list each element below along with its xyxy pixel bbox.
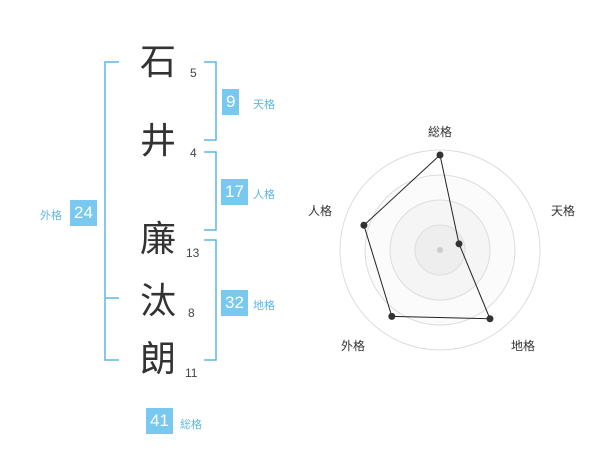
gaikaku-label: 外格	[40, 209, 62, 222]
tenkaku-bracket	[204, 61, 217, 141]
radar-axis-label-gaikaku: 外格	[341, 339, 366, 353]
tenkaku-value: 9	[222, 89, 240, 115]
radar-center	[437, 247, 443, 253]
radar-point-0	[436, 151, 444, 159]
radar-point-4	[360, 221, 368, 229]
radar-axis-label-tenkaku: 天格	[551, 204, 576, 218]
name-char-3: 廉	[140, 219, 177, 260]
radar-point-2	[486, 315, 494, 323]
name-char-1: 石	[140, 42, 177, 83]
chikaku-label: 地格	[253, 299, 275, 312]
jinkaku-value: 17	[221, 179, 248, 205]
gaikaku-value: 24	[70, 200, 97, 226]
radar-chart	[339, 149, 541, 351]
chikaku-value: 32	[221, 290, 248, 316]
tenkaku-label: 天格	[253, 98, 275, 111]
radar-point-1	[455, 240, 463, 248]
stroke-count-5: 11	[185, 366, 198, 380]
radar-axis-label-chikaku: 地格	[511, 339, 536, 353]
soukaku-label: 総格	[180, 418, 202, 431]
name-char-2: 井	[140, 121, 177, 162]
name-char-5: 朗	[140, 339, 177, 380]
jinkaku-label: 人格	[253, 188, 275, 201]
stroke-count-3: 13	[186, 246, 200, 260]
stroke-count-4: 8	[188, 306, 195, 320]
radar-point-3	[388, 312, 396, 320]
soukaku-value: 41	[146, 408, 173, 434]
stroke-count-2: 4	[190, 146, 197, 160]
stroke-count-1: 5	[190, 66, 197, 80]
radar-axis-label-jinkaku: 人格	[308, 204, 333, 218]
jinkaku-bracket	[204, 151, 217, 231]
radar-polygon	[363, 154, 491, 320]
name-char-4: 汰	[140, 281, 177, 322]
radar-axis-label-soukaku: 総格	[428, 125, 453, 139]
gaikaku-bracket	[104, 61, 119, 361]
chikaku-bracket	[204, 239, 217, 361]
